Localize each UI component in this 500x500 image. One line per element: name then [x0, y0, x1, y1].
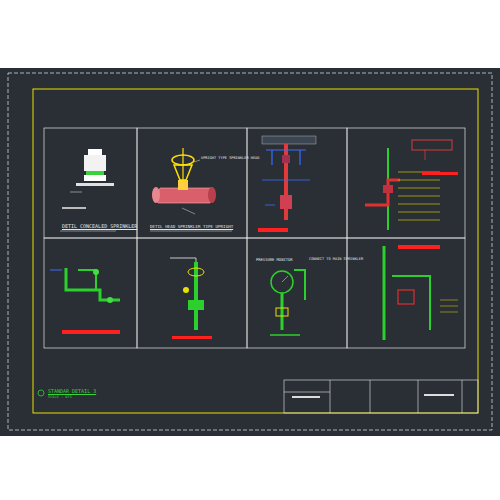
drawing-label: UPRIGHT TYPE SPRINKLER HEAD — [201, 157, 259, 161]
drawing-label: STANDAR DETAIL 3 — [48, 389, 96, 395]
drawing-label: CONNECT TO MAIN SPRINKLER — [309, 258, 363, 262]
drawing-label: PRESSURE MONITOR — [256, 258, 293, 262]
drawing-label: DETIL HEAD SPRINKLER TIPE UPRIGHT — [150, 225, 233, 230]
drawing-label: SCALE : NTS — [48, 396, 72, 400]
drawing-label: DETIL CONCEALED SPRINKLER — [62, 224, 137, 230]
